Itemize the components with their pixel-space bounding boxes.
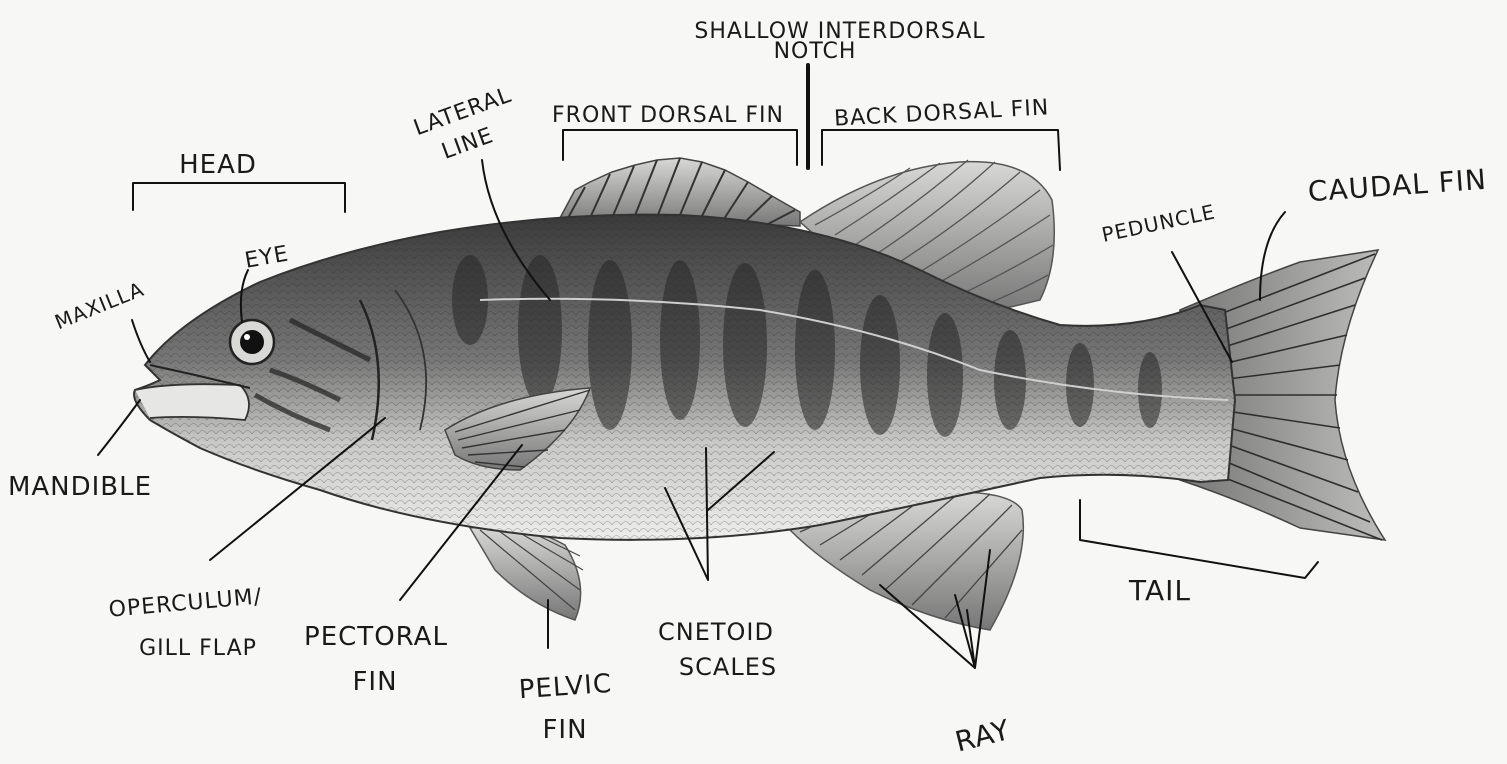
- head-bracket: [133, 183, 345, 212]
- label-pectoral-2: FIN: [352, 667, 397, 697]
- label-caudal-fin: CAUDAL FIN: [1307, 163, 1488, 208]
- label-ray: RAY: [952, 713, 1014, 758]
- mandible-leader: [98, 400, 140, 455]
- maxilla-leader: [132, 320, 150, 362]
- label-operculum-2: GILL FLAP: [139, 636, 257, 661]
- label-back-dorsal-fin: BACK DORSAL FIN: [833, 95, 1049, 131]
- fish-eye: [230, 320, 274, 364]
- label-pectoral-1: PECTORAL: [304, 622, 448, 652]
- label-eye: EYE: [243, 241, 291, 273]
- label-pelvic-2: FIN: [542, 715, 587, 745]
- label-mandible: MANDIBLE: [8, 472, 152, 502]
- label-notch-line2: NOTCH: [774, 39, 857, 64]
- fish-body: [134, 215, 1235, 540]
- label-scales-2: SCALES: [679, 653, 777, 681]
- label-head: HEAD: [179, 150, 257, 180]
- label-pelvic-1: PELVIC: [518, 669, 613, 705]
- label-operculum-1: OPERCULUM/: [108, 584, 263, 622]
- label-tail: TAIL: [1128, 574, 1191, 607]
- label-front-dorsal-fin: FRONT DORSAL FIN: [552, 103, 784, 128]
- label-scales-1: CNETOID: [658, 618, 774, 646]
- label-peduncle: PEDUNCLE: [1100, 199, 1218, 246]
- pelvic-fin-shape: [470, 526, 583, 620]
